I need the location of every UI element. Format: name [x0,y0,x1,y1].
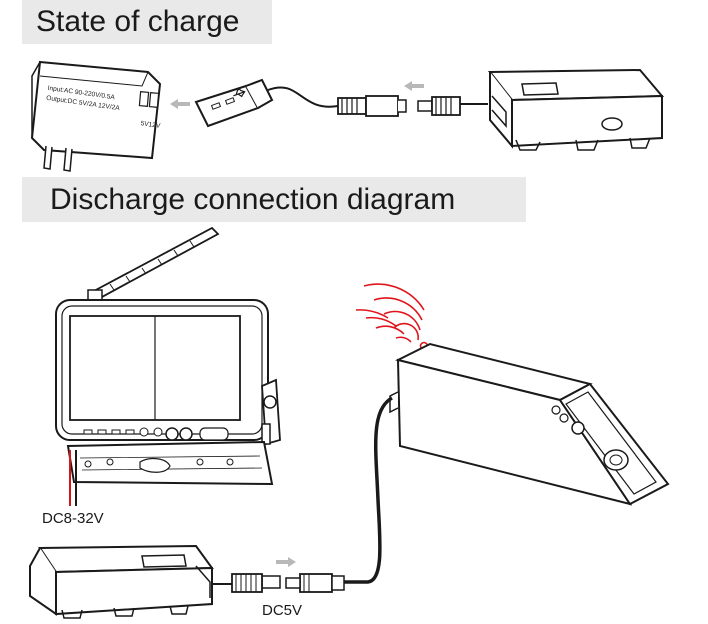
adapter-port-12v: 12V [148,121,161,130]
battery-pack-bottom [29,544,214,619]
dc-plug-female [337,95,407,117]
battery-output-label: DC5V [262,602,303,619]
wedge-camera [389,342,670,506]
monitor-buttons [83,427,229,441]
monitor [55,226,281,486]
charge-arrow-left [170,99,190,109]
wall-adapter: Input:AC 90-220V/0.5A Output:DC 5V/2A 12… [30,60,161,172]
usb-cable [267,86,339,108]
wifi-signal-icon [355,283,429,351]
usb-plug [194,78,274,128]
adapter-port-5v: 5V [140,120,150,128]
camera-cable [340,396,393,584]
dc-plug-bottom-male [210,573,281,593]
charge-section-title: State of charge [22,0,272,44]
monitor-power-label: DC8-32V [42,510,104,527]
charge-arrow-into-plug [404,81,424,91]
dc-connector-bottom [285,573,345,593]
usb-icon [233,88,246,98]
dc-plug-male [417,96,488,116]
antenna [90,226,220,300]
discharge-section-title: Discharge connection diagram [22,177,526,222]
discharge-arrow-right [276,557,296,567]
battery-pack-top [487,68,665,151]
